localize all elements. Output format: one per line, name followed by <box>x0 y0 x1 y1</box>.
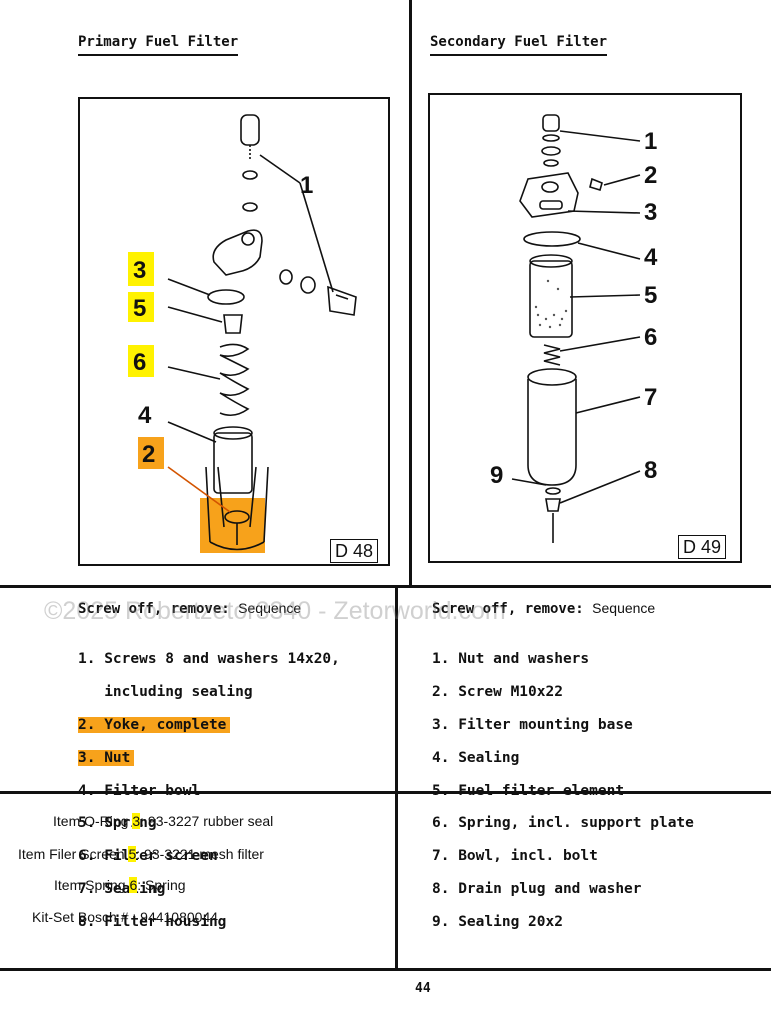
callout-secondary-6: 6 <box>644 324 657 351</box>
list-item: 4. Sealing <box>432 749 520 766</box>
sequence-heading-right-suffix: Sequence <box>592 600 656 616</box>
list-item: 2. Yoke, complete <box>78 717 340 734</box>
list-item: 7. Bowl, incl. bolt <box>432 848 598 865</box>
figure-primary-label: D 48 <box>330 539 379 563</box>
sequence-heading-right-prefix: Screw off, remove: <box>432 601 584 617</box>
heading-primary-fuel-filter: Primary Fuel Filter <box>78 34 239 56</box>
list-item: 8. Drain plug and washer <box>432 881 642 898</box>
list-item: 1. Nut and washers <box>432 651 590 668</box>
sequence-list-left: 1. Screws 8 and washers 14x20, including… <box>78 635 340 947</box>
heading-secondary-text: Secondary Fuel Filter <box>430 34 608 50</box>
watermark: ©2025 Robertzetor3340 - Zetorworld.com <box>44 597 506 625</box>
callout-primary-3: 3 <box>133 257 146 284</box>
list-item: 3. Nut <box>78 749 340 766</box>
divider-under-sequence <box>0 791 771 794</box>
list-item: 8. Filter housing <box>78 913 227 930</box>
sequence-heading-right: Screw off, remove: Sequence <box>432 600 655 617</box>
page-number: 44 <box>415 981 431 996</box>
heading-primary-text: Primary Fuel Filter <box>78 34 239 50</box>
list-item: 4. Filter bowl <box>78 782 201 799</box>
callout-primary-2: 2 <box>142 441 155 468</box>
divider-bottom <box>0 968 771 971</box>
center-divider-sequence <box>395 587 398 970</box>
callout-secondary-4: 4 <box>644 244 658 271</box>
figure-primary-drawing: 1 3 5 6 4 2 <box>128 114 357 553</box>
list-item-highlighted: 3. Nut <box>78 749 135 766</box>
note-o-ring-item-number: 3 <box>132 813 141 829</box>
list-item: including sealing <box>78 684 253 701</box>
heading-secondary-fuel-filter: Secondary Fuel Filter <box>430 34 608 56</box>
callout-secondary-3: 3 <box>644 199 657 226</box>
divider-under-figures <box>0 585 771 588</box>
sequence-heading-left: Screw off, remove: Sequence <box>78 600 301 617</box>
note-filter-screen-item-number: 5 <box>128 846 137 862</box>
note-spring: Item Spring 6: Spring <box>54 877 186 893</box>
note-kit-set: Kit-Set Bosch # : 9441080044 <box>32 909 219 925</box>
callout-primary-4: 4 <box>138 402 152 429</box>
figure-secondary-label: D 49 <box>678 535 727 559</box>
list-item-highlighted: 2. Yoke, complete <box>78 717 231 734</box>
callout-primary-1: 1 <box>300 172 313 199</box>
callout-secondary-2: 2 <box>644 162 657 189</box>
sequence-list-right: 1. Nut and washers 2. Screw M10x22 3. Fi… <box>432 635 694 947</box>
list-item: 5. Spring <box>78 815 157 832</box>
figure-secondary-drawing: 1 2 3 4 5 6 7 9 8 <box>490 114 658 543</box>
callout-secondary-1: 1 <box>644 128 657 155</box>
note-o-ring: Item O-Ring 3: 93-3227 rubber seal <box>53 813 274 829</box>
callout-secondary-7: 7 <box>644 384 657 411</box>
center-divider-top <box>409 0 412 587</box>
callout-primary-5: 5 <box>133 295 146 322</box>
list-item: 5. Fuel filter element <box>432 782 625 799</box>
list-item: 6. Spring, incl. support plate <box>432 815 694 832</box>
sequence-heading-left-prefix: Screw off, remove: <box>78 601 230 617</box>
list-item: 3. Filter mounting base <box>432 717 633 734</box>
sequence-heading-left-suffix: Sequence <box>238 600 302 616</box>
list-item: 2. Screw M10x22 <box>432 684 563 701</box>
list-item: 9. Sealing 20x2 <box>432 913 563 930</box>
callout-primary-6: 6 <box>133 349 146 376</box>
callout-secondary-9: 9 <box>490 462 503 489</box>
callout-secondary-8: 8 <box>644 457 657 484</box>
callout-secondary-5: 5 <box>644 282 657 309</box>
note-filter-screen: Item Filer Screen 5: 93-3221 mesh filter <box>18 846 264 862</box>
list-item: 1. Screws 8 and washers 14x20, <box>78 651 340 668</box>
figure-secondary-frame <box>428 93 742 563</box>
note-spring-item-number: 6 <box>129 877 138 893</box>
